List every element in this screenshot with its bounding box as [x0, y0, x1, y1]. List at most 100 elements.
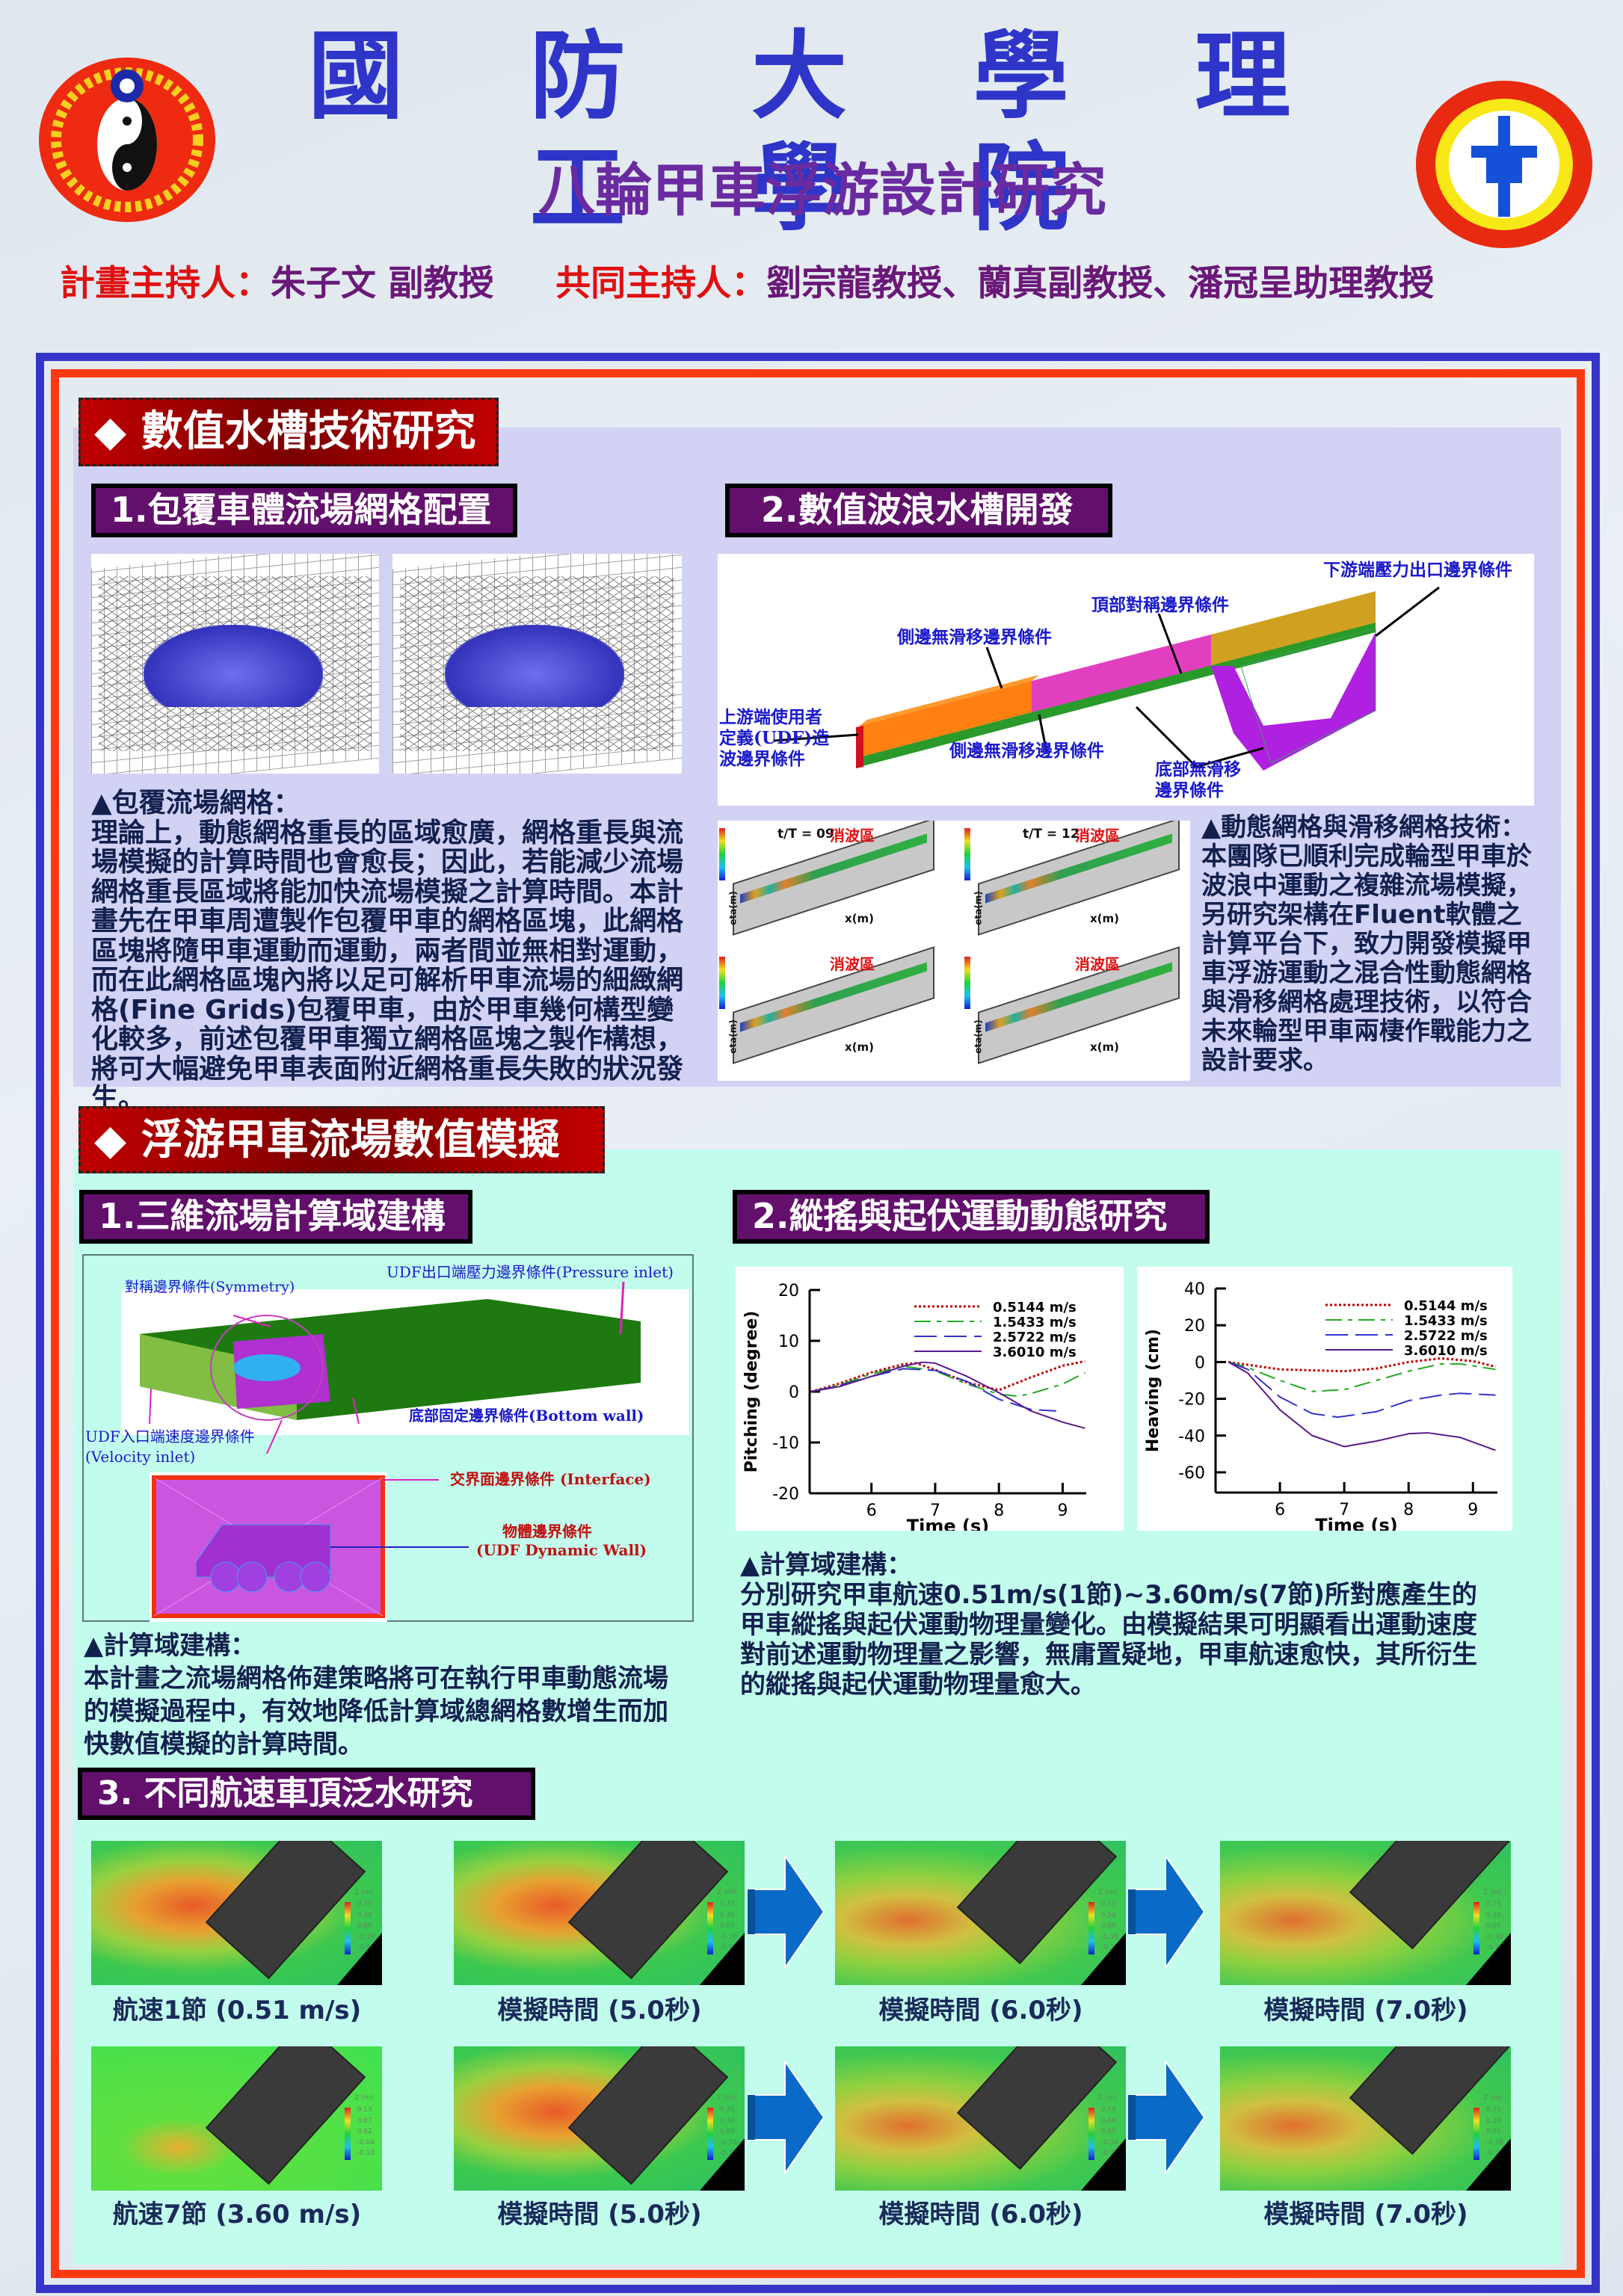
section2-sub2-header: 2.縱搖與起伏運動動態研究 — [733, 1190, 1210, 1244]
y-tick-label: -60 — [1178, 1464, 1205, 1483]
colorbar-title: Z (m) — [717, 1889, 736, 1896]
colorbar — [345, 2108, 351, 2160]
section2-sub1-text: ▲計算域建構： 本計畫之流場網格佈建策略將可在執行甲車動態流場的模擬過程中，有效… — [84, 1629, 682, 1761]
colorbar — [1088, 1902, 1094, 1954]
section2-sub1-heading: ▲計算域建構： — [84, 1631, 256, 1661]
label-top-symmetry: 頂部對稱邊界條件 — [1091, 595, 1229, 615]
colorbar-value: 0.75 — [1485, 1901, 1501, 1908]
colorbar — [1473, 2108, 1479, 2160]
legend-label: 2.5722 m/s — [1404, 1328, 1488, 1344]
corner — [337, 1933, 382, 1985]
colorbar — [719, 957, 725, 1009]
y-tick-label: -20 — [1178, 1391, 1205, 1410]
colorbar-value: -0.10 — [357, 2150, 375, 2157]
colorbar-value: -0.04 — [357, 2138, 375, 2147]
colorbar — [707, 2108, 713, 2160]
time-label: t/T = 12 — [1023, 827, 1080, 842]
damping-zone-label: 消波區 — [1075, 827, 1120, 845]
colorbar-value: 0.00 — [1100, 2128, 1116, 2135]
x-axis-label: x(m) — [845, 1040, 875, 1054]
colorbar-title: Z (m) — [717, 2094, 736, 2102]
colorbar-value: 0.38 — [1485, 2117, 1501, 2125]
sequence-arrow-icon — [747, 1853, 826, 1971]
legend-label: 3.6010 m/s — [993, 1345, 1077, 1360]
series-line-15433 — [810, 1365, 1085, 1398]
sequence-arrow-icon — [1127, 2058, 1207, 2176]
colorbar — [1473, 1902, 1479, 1954]
co-pi-names: 劉宗龍教授、蘭真副教授、潘冠呈助理教授 — [766, 263, 1435, 304]
colorbar-title: Z (m) — [1483, 1889, 1502, 1896]
series-line-05144 — [1228, 1357, 1496, 1373]
label-outlet: 下游端壓力出口邊界條件 — [1323, 560, 1512, 580]
damping-zone-label: 消波區 — [830, 827, 875, 845]
colorbar-value: 0.02 — [357, 2128, 372, 2135]
colorbar-value: 0.75 — [1485, 2106, 1501, 2114]
institution-title: 國 防 大 學 理 工 學 院 — [307, 21, 1337, 244]
wave-simulation-plots: t/T = 09 消波區 x(m) eta(m) t/T = 12 消波區 x(… — [718, 821, 1190, 1081]
legend-label: 0.5144 m/s — [1404, 1298, 1488, 1314]
time-label: t/T = 09 — [777, 827, 834, 842]
colorbar-title: Z (m) — [354, 2094, 373, 2102]
series-line-36010 — [1228, 1361, 1496, 1451]
section2-sub2-body: 分別研究甲車航速0.51m/s(1節)~3.60m/s(7節)所對應產生的甲車縱… — [740, 1580, 1477, 1700]
section1-sub2-heading: ▲動態網格與滑移網格技術： — [1201, 812, 1527, 842]
computational-domain-figure: 對稱邊界條件(Symmetry) UDF出口端壓力邊界條件(Pressure i… — [82, 1254, 694, 1622]
snapshot-caption: 模擬時間 (5.0秒) — [497, 1996, 702, 2025]
section1-sub2-text: ▲動態網格與滑移網格技術： 本團隊已順利完成輪型甲車於波浪中運動之複雜流場模擬，… — [1201, 813, 1539, 1076]
section1-sub2-body: 本團隊已順利完成輪型甲車於波浪中運動之複雜流場模擬，另研究架構在Fluent軟體… — [1201, 842, 1532, 1076]
colorbar-value: 0.38 — [1485, 1911, 1501, 1919]
label-pressure-inlet: UDF出口端壓力邊界條件(Pressure inlet) — [386, 1263, 674, 1281]
colorbar-value: 0.38 — [1100, 1911, 1116, 1919]
x-tick-label: 9 — [1468, 1501, 1478, 1519]
label-side-top: 側邊無滑移邊界條件 — [897, 627, 1052, 647]
colorbar-value: 0.00 — [719, 2128, 735, 2135]
wave-panel: t/T = 09 消波區 x(m) eta(m) — [718, 821, 942, 944]
sequence-arrow-icon — [1127, 1853, 1207, 1971]
x-axis-label: x(m) — [845, 912, 875, 925]
section2-sub2-heading: ▲計算域建構： — [740, 1550, 913, 1580]
project-title: 八輪甲車浮游設計研究 — [538, 157, 1106, 223]
section2-sub1-body: 本計畫之流場網格佈建策略將可在執行甲車動態流場的模擬過程中，有效地降低計算域總網… — [84, 1664, 668, 1759]
section2-header: ◆ 浮游甲車流場數值模擬 — [78, 1106, 605, 1173]
colorbar-value: 0.38 — [1100, 2117, 1116, 2125]
section1-sub2-header: 2.數值波浪水槽開發 — [725, 484, 1112, 537]
vehicle-shape — [207, 2046, 364, 2183]
corner — [1466, 1933, 1511, 1985]
x-tick-label: 8 — [994, 1502, 1004, 1520]
x-tick-label: 7 — [1339, 1501, 1349, 1519]
y-tick-label: 20 — [778, 1282, 799, 1300]
investigators-line: 計畫主持人：朱子文 副教授 共同主持人：劉宗龍教授、蘭真副教授、潘冠呈助理教授 — [60, 258, 1585, 310]
colorbar — [1088, 2108, 1094, 2160]
colorbar-value: 0.38 — [719, 2117, 735, 2125]
colorbar-title: Z (m) — [1098, 2094, 1117, 2102]
colorbar — [719, 828, 725, 880]
outer-frame — [36, 353, 1600, 2293]
colorbar-value: 0.07 — [357, 2117, 372, 2125]
arrow-inlet — [773, 733, 859, 742]
colorbar-value: 0.75 — [357, 1901, 372, 1908]
legend-label: 1.5433 m/s — [1404, 1313, 1488, 1329]
section1-sub1-text: ▲包覆流場網格： 理論上，動態網格重長的區域愈廣，網格重長與流場模擬的計算時間也… — [91, 789, 683, 1114]
wrapping-mesh-image-2 — [392, 554, 682, 774]
y-tick-label: -20 — [772, 1485, 799, 1504]
legend-label: 3.6010 m/s — [1404, 1343, 1488, 1359]
corner — [1081, 1933, 1126, 1985]
co-pi-label: 共同主持人： — [555, 263, 767, 304]
sequence-arrow-icon — [747, 2058, 826, 2176]
wrapping-mesh-image-1 — [91, 554, 379, 774]
wave-panel: 消波區 x(m) eta(m) — [718, 946, 942, 1073]
colorbar-value: 0.75 — [1100, 2106, 1116, 2114]
damping-zone-label: 消波區 — [830, 955, 875, 973]
snapshot-caption: 航速1節 (0.51 m/s) — [112, 1996, 362, 2025]
section2-sub2-text: ▲計算域建構： 分別研究甲車航速0.51m/s(1節)~3.60m/s(7節)所… — [740, 1550, 1488, 1700]
y-axis-label: eta(m) — [727, 1019, 739, 1054]
colorbar-title: Z (m) — [354, 1889, 373, 1896]
section1-sub1-header: 1.包覆車體流場網格配置 — [91, 484, 517, 537]
y-axis-label: Pitching (degree) — [742, 1311, 761, 1473]
y-tick-label: 0 — [1195, 1354, 1205, 1372]
label-bottom: 底部無滑移邊界條件 — [1155, 759, 1241, 800]
